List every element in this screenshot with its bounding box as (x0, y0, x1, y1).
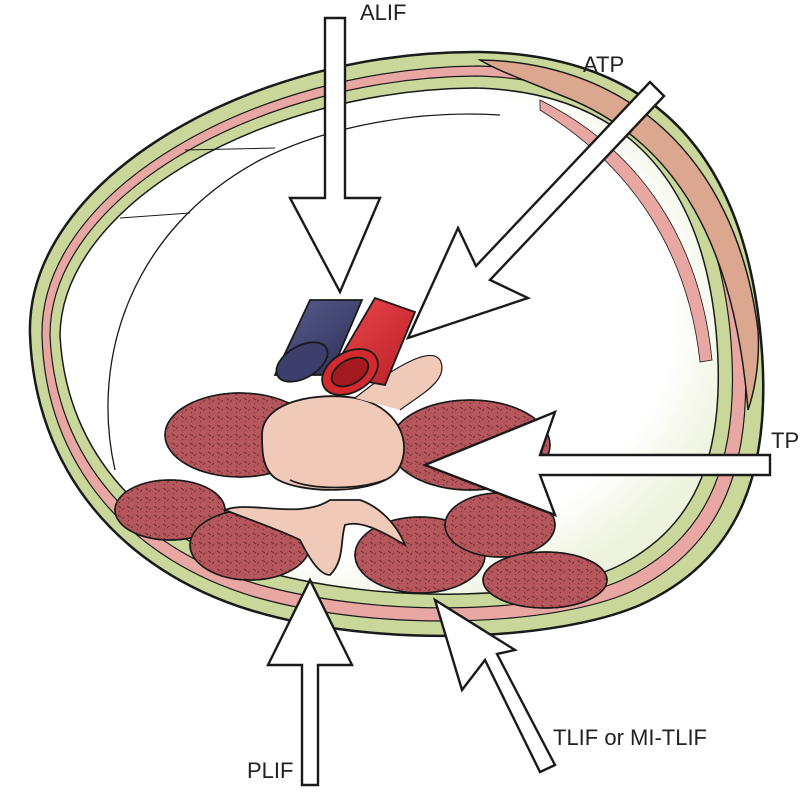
label-alif: ALIF (360, 0, 407, 25)
label-tp: TP (771, 428, 800, 453)
tlif-arrow (432, 597, 557, 774)
approach-arrows (266, 16, 772, 787)
label-tlif: TLIF or MI-TLIF (553, 725, 707, 750)
flank-muscle-inner (539, 99, 713, 363)
peritoneal-line (107, 113, 501, 471)
flank-muscle (477, 59, 760, 411)
alif-arrow (288, 16, 382, 295)
label-atp: ATP (583, 52, 625, 77)
fascia-line-1 (184, 147, 276, 151)
aorta-icon (321, 296, 417, 396)
atp-arrow (405, 80, 666, 341)
label-plif: PLIF (247, 758, 294, 783)
tp-arrow (421, 409, 772, 518)
fascia-line-2 (119, 212, 191, 219)
vertebra-icon (222, 354, 443, 576)
plif-arrow (266, 577, 354, 787)
